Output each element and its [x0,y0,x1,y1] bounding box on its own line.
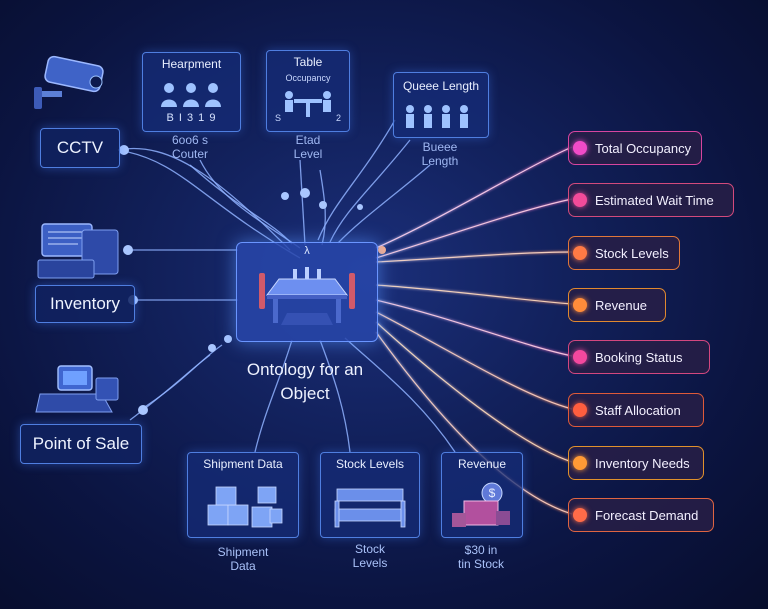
money-boxes-icon: $ [452,482,510,527]
card-digits: B I 3 1 9 [166,112,217,124]
output-label: Inventory Needs [595,455,690,471]
ontology-object-node[interactable]: λ [236,242,378,342]
cctv-camera-icon [34,55,104,109]
output-dot [573,246,587,260]
node-dot [123,245,133,255]
output-inventory-needs[interactable]: Inventory Needs [568,446,704,480]
wire-top-3b [329,139,411,243]
dining-table-icon [259,267,355,325]
wire-top-1 [199,159,301,249]
output-dot [573,350,587,364]
card-title: Shipment Data [203,457,283,471]
wire-bottom-3 [344,337,456,453]
output-dot [573,298,587,312]
caption-line: $30 in [464,543,498,557]
node-dot [378,246,386,254]
node-dot [138,405,148,415]
caption-line: Couter [171,147,209,161]
node-dot [281,192,289,200]
source-inventory[interactable]: Inventory [35,285,135,323]
output-forecast-demand[interactable]: Forecast Demand [568,498,714,532]
caption-line: Shipment [217,545,269,559]
output-label: Staff Allocation [595,402,681,418]
node-dot [208,344,216,352]
card-title: Table [293,55,323,69]
caption-line: 6oo6 s [171,133,209,147]
caption-line: Stock [354,542,385,556]
card-subtitle: Occupancy [285,73,331,83]
output-label: Stock Levels [595,245,669,261]
wire-bottom-2 [319,339,351,453]
card-hearpment[interactable]: Hearpment B I 3 1 9 [142,52,241,132]
svg-text:$: $ [489,486,496,500]
source-cctv[interactable]: CCTV [40,128,120,168]
wire-bottom-1 [254,339,293,453]
card-title: Hearpment [161,57,222,71]
people-icon [161,83,221,107]
computer-terminal-icon [37,223,119,279]
card-queue-length[interactable]: Queee Length [393,72,489,138]
wire-top-3 [317,119,396,241]
card-title: Stock Levels [335,457,405,471]
caption-line: Level [293,147,323,161]
shelves-icon [334,488,406,528]
caption-line: Levels [352,556,388,570]
card-table-occupancy[interactable]: Table Occupancy S 2 [266,50,350,132]
output-total-occupancy[interactable]: Total Occupancy [568,131,702,165]
caption-line: Data [230,559,256,573]
card-revenue[interactable]: Revenue $ [441,452,523,538]
boxes-icon [207,486,283,528]
output-stock-levels[interactable]: Stock Levels [568,236,680,270]
node-dot [357,204,363,210]
output-dot [573,456,587,470]
wire-cctv-2 [117,147,291,251]
node-dot [119,145,129,155]
node-dot [224,335,232,343]
output-label: Booking Status [595,349,683,365]
wire-top-2 [299,159,306,246]
output-label: Total Occupancy [595,140,692,156]
output-staff-allocation[interactable]: Staff Allocation [568,393,704,427]
node-dot [300,188,310,198]
center-label: Ontology for an Object [225,358,385,406]
output-booking-status[interactable]: Booking Status [568,340,710,374]
output-revenue[interactable]: Revenue [568,288,666,322]
center-label-line: Ontology for an [246,360,364,379]
wire-top-1b [189,164,293,245]
caption-line: Length [421,154,459,168]
output-dot [573,141,587,155]
card-digit: S [275,113,282,123]
caption-line: tin Stock [457,557,505,571]
output-label: Forecast Demand [595,507,699,523]
queue-icon [406,105,468,128]
output-dot [573,508,587,522]
wire-cctv [117,149,301,259]
output-estimated-wait-time[interactable]: Estimated Wait Time [568,183,734,217]
output-dot [573,193,587,207]
center-label-line: Object [280,384,330,403]
source-point-of-sale[interactable]: Point of Sale [20,424,142,464]
card-digit: 2 [335,113,341,123]
card-stock-levels[interactable]: Stock Levels [320,452,420,538]
card-title: Revenue [457,457,507,471]
card-shipment-data[interactable]: Shipment Data [187,452,299,538]
pos-terminal-icon [35,365,119,413]
wire-top-2b [319,169,326,246]
caption-line: Bueee [422,140,458,154]
output-dot [573,403,587,417]
node-dot [319,201,327,209]
table-chairs-icon [285,91,331,117]
card-title: Queee Length [402,79,480,93]
output-label: Estimated Wait Time [595,192,714,208]
output-label: Revenue [595,297,648,313]
caption-line: Etad [295,133,321,147]
wire-top-3c [337,164,431,244]
center-mark: λ [304,245,310,257]
